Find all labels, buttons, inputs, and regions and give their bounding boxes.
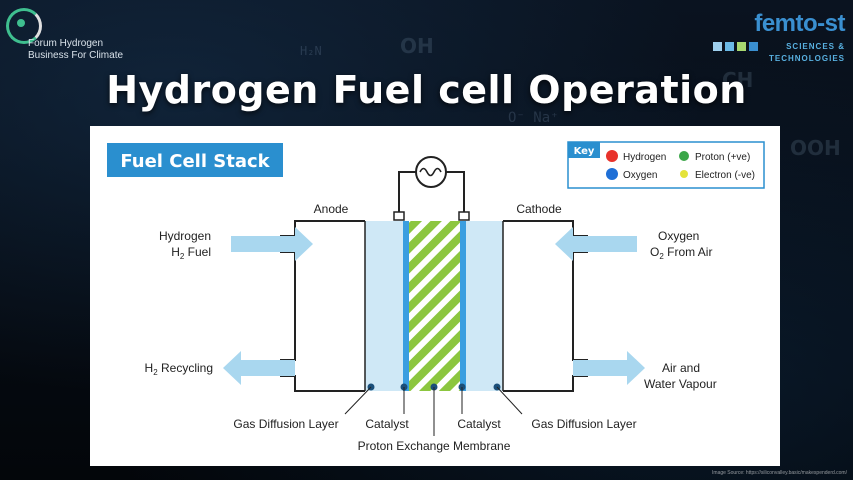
anode-terminal: [393, 211, 405, 221]
air-label-1: Air and: [662, 361, 700, 375]
gas-diffusion-layer-left: [365, 221, 405, 391]
key-box: [567, 141, 765, 189]
logo-square: [737, 42, 746, 51]
image-credit: Image Source: https://siliconvalley.basi…: [712, 470, 847, 476]
catalyst-left-label: Catalyst: [365, 417, 409, 431]
fuel-cell-diagram: Fuel Cell Stack Key Hydrogen Proton (+ve…: [107, 141, 765, 453]
catalyst-layer-right: [460, 221, 466, 391]
page-title: Hydrogen Fuel cell Operation: [106, 68, 747, 112]
cathode-label: Cathode: [516, 202, 562, 216]
recycling-label: H2 Recycling: [145, 361, 213, 377]
diagram-title-banner: [107, 143, 283, 177]
callout-leader: [496, 386, 523, 415]
key-label: Key: [574, 146, 595, 157]
diagram-title: Fuel Cell Stack: [120, 151, 270, 172]
logo-dot-icon: [17, 19, 25, 27]
anode-label: Anode: [314, 202, 349, 216]
femto-st-logo: femto-st SCIENCES & TECHNOLOGIES: [713, 10, 845, 68]
logo-square: [713, 42, 722, 51]
logo-right-brand: femto-st: [754, 10, 845, 37]
background-formula: OH: [400, 34, 434, 58]
forum-hydrogen-logo: Forum Hydrogen Business For Climate: [6, 8, 126, 61]
air-label-2: Water Vapour: [644, 377, 717, 391]
oxygen-inlet-arrow: [555, 227, 637, 261]
load-circle: [415, 156, 447, 188]
electron-key-icon: [680, 170, 688, 178]
load-wave-icon: [419, 167, 442, 177]
oxygen-key-icon: [606, 168, 618, 180]
gdl-right-label: Gas Diffusion Layer: [531, 417, 636, 431]
logo-squares: [713, 42, 758, 51]
logo-square: [749, 42, 758, 51]
cathode-terminal: [458, 211, 470, 221]
hydrogen-fuel-label-2: H2 Fuel: [171, 245, 211, 261]
oxygen-label-2: O2 From Air: [650, 245, 712, 261]
water-outlet-arrow: [573, 351, 645, 385]
key-item-oxygen: Oxygen: [623, 170, 657, 181]
gdl-left-label: Gas Diffusion Layer: [233, 417, 338, 431]
background-formula: O⁻ Na⁺: [508, 110, 559, 126]
oxygen-label-1: Oxygen: [658, 229, 699, 243]
logo-ring-icon: [6, 8, 42, 44]
gas-diffusion-layer-right: [466, 221, 503, 391]
key-label-tab: [568, 142, 600, 158]
hydrogen-key-icon: [606, 150, 618, 162]
pem-label: Proton Exchange Membrane: [358, 439, 511, 453]
logo-right-tag1: SCIENCES &: [786, 42, 845, 51]
diagram-panel: Fuel Cell Stack Key Hydrogen Proton (+ve…: [90, 126, 780, 466]
hydrogen-fuel-label-1: Hydrogen: [159, 229, 211, 243]
logo-square: [725, 42, 734, 51]
background-formula: H₂N: [300, 44, 322, 58]
logo-left-line1: Forum Hydrogen: [28, 38, 104, 49]
recycling-outlet-arrow: [223, 351, 295, 385]
proton-key-icon: [679, 151, 689, 161]
key-item-proton: Proton (+ve): [695, 152, 750, 163]
logo-left-line2: Business For Climate: [28, 50, 124, 61]
callout-leader: [344, 386, 372, 415]
logo-right-tag2: TECHNOLOGIES: [768, 54, 845, 63]
catalyst-right-label: Catalyst: [457, 417, 501, 431]
hydrogen-inlet-arrow: [231, 227, 313, 261]
key-item-hydrogen: Hydrogen: [623, 152, 666, 163]
background-formula: OOH: [790, 136, 841, 160]
key-item-electron: Electron (-ve): [695, 170, 755, 181]
catalyst-layer-left: [403, 221, 409, 391]
background-formula: CH: [722, 68, 754, 92]
proton-exchange-membrane: [409, 221, 460, 391]
